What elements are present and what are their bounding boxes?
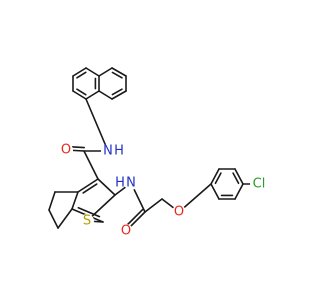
bond-c4-o1 bbox=[178, 183, 212, 213]
atom-n-link: N H bbox=[115, 176, 138, 191]
atom-n-amide-label: N bbox=[103, 144, 113, 159]
bond-n2e-n2f bbox=[111, 90, 127, 100]
atom-s-ring-label: S bbox=[83, 214, 91, 229]
bond-n1c-n1d bbox=[72, 67, 87, 77]
bond-n1e-n2c bbox=[98, 67, 113, 77]
bond-cp2-cp3 bbox=[48, 191, 56, 211]
bond-n1a-n1b bbox=[72, 90, 87, 100]
bond-c8-c9 bbox=[144, 198, 163, 213]
bond-n2e-n2f-inner bbox=[111, 88, 123, 96]
atom-o-amide-top-label: O bbox=[61, 143, 71, 158]
atom-s-ring: S bbox=[80, 214, 94, 229]
bond-ct4-ct5-inner bbox=[82, 183, 98, 194]
atom-o-amide-top: O bbox=[59, 143, 73, 158]
bond-ct5-ct1 bbox=[97, 178, 116, 196]
bond-c6-c1 bbox=[234, 183, 244, 200]
bond-c3-c4-inner bbox=[214, 172, 222, 185]
bond-c3-c4 bbox=[210, 168, 220, 185]
atom-h-amide-label: H bbox=[114, 144, 124, 159]
bond-ct4-ct5 bbox=[77, 178, 99, 193]
bond-cp1-cp2 bbox=[48, 209, 59, 229]
atom-cl: Cl bbox=[250, 175, 268, 193]
bond-n1f-n1a bbox=[85, 90, 100, 100]
atom-h-link-label: H bbox=[115, 176, 125, 191]
atom-label-layer: Cl O O O N H N H S bbox=[59, 143, 268, 239]
bond-c1-c2 bbox=[234, 168, 244, 185]
bond-ct5-cam bbox=[83, 150, 99, 180]
bond-n2c-n2d bbox=[111, 67, 127, 77]
bond-ct2-ct3-inner bbox=[77, 206, 101, 218]
atom-o-ether: O bbox=[172, 205, 186, 220]
bond-n1c-n1d-inner bbox=[76, 71, 87, 79]
bond-n1a-n1b-inner bbox=[76, 88, 87, 96]
chemical-structure-diagram: Cl O O O N H N H S bbox=[48, 67, 268, 239]
atom-cl-label: Cl bbox=[253, 177, 266, 192]
bond-n1d-n1e bbox=[85, 67, 100, 77]
atom-n-amide: N H bbox=[101, 144, 124, 159]
bond-n2c-n2d-inner bbox=[111, 71, 123, 79]
atom-o-ether-label: O bbox=[174, 205, 184, 220]
bond-n2-n1a bbox=[85, 98, 109, 152]
bond-c4-c5 bbox=[210, 183, 220, 200]
atom-n-link-label: N bbox=[126, 176, 136, 191]
bond-layer bbox=[48, 67, 260, 232]
atom-o-amide-bottom-label: O bbox=[121, 224, 131, 239]
bond-c1-c2-inner bbox=[232, 172, 240, 185]
bond-ct3-ct4 bbox=[71, 191, 79, 210]
bond-ct3-cp1 bbox=[57, 208, 73, 229]
atom-o-amide-bottom: O bbox=[119, 224, 133, 239]
bond-n2f-n1f bbox=[98, 90, 113, 100]
